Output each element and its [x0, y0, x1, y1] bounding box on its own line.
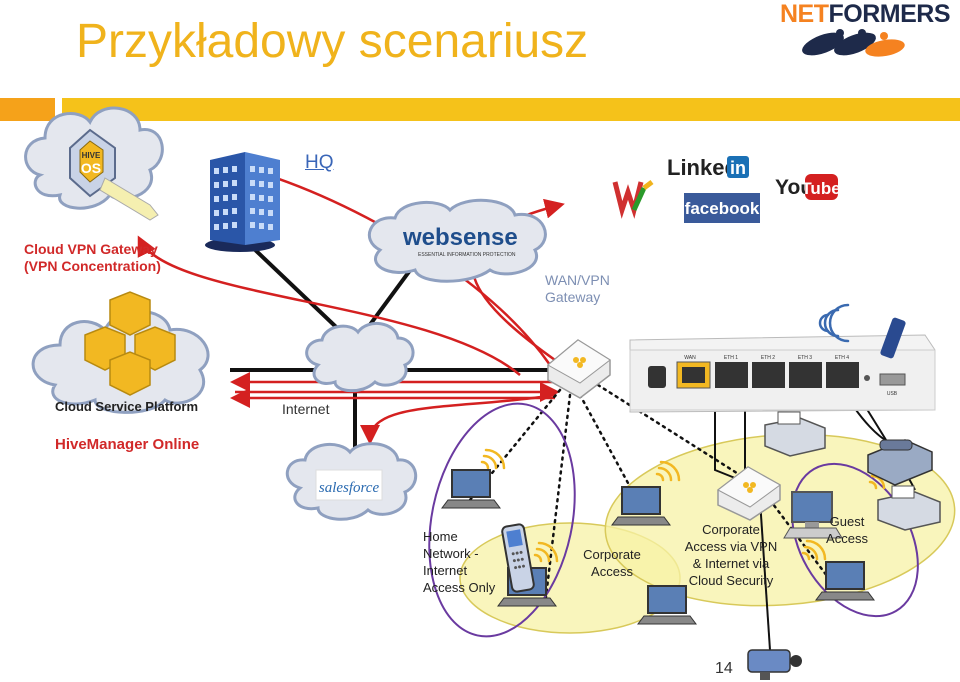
- wan-vpn-line1: WAN/VPN: [545, 272, 610, 288]
- guest-access-line-2: Access: [826, 531, 868, 546]
- linkedin-in: in: [730, 158, 746, 178]
- linkedin-logo: Linked in: [667, 155, 749, 180]
- hq-link[interactable]: HQ: [305, 152, 334, 173]
- printer-2-icon: [877, 485, 941, 531]
- cloud-service-platform-cloud: [31, 291, 210, 414]
- access-point-remote-icon: [717, 466, 781, 521]
- page-number: 14: [715, 660, 733, 677]
- guest-access-label: Guest Access: [818, 513, 876, 547]
- youtube-logo: You Tube: [775, 174, 841, 200]
- slide-title: Przykładowy scenariusz: [76, 15, 589, 68]
- logo-figures-icon: [802, 29, 905, 57]
- internet-label: Internet: [282, 401, 330, 417]
- port-eth2-label: ETH 2: [761, 355, 775, 361]
- corp-vpn-line-4: Cloud Security: [688, 573, 774, 588]
- websense-tagline: ESSENTIAL INFORMATION PROTECTION: [418, 252, 516, 258]
- internet-cloud: [305, 322, 415, 393]
- corp-vpn-line-2: Access via VPN: [684, 539, 778, 554]
- websense-cloud: websense ESSENTIAL INFORMATION PROTECTIO…: [367, 198, 547, 283]
- port-usb-label: USB: [887, 391, 898, 397]
- guest-access-line-1: Guest: [829, 514, 865, 529]
- corporate-access-line-2: Access: [591, 564, 633, 579]
- websense-logo: websense: [402, 224, 518, 251]
- port-eth4-label: ETH 4: [835, 355, 849, 361]
- cloud-vpn-line2: (VPN Concentration): [24, 258, 161, 274]
- home-network-line-4: Access Only: [423, 580, 496, 595]
- corp-vpn-line-1: Corporate: [702, 522, 760, 537]
- cloud-service-platform-label: Cloud Service Platform: [55, 399, 199, 414]
- wifi-signal-icons: [480, 448, 886, 563]
- access-point-main-icon: [547, 339, 611, 399]
- corp-vpn-cloud-security-label: Corporate Access via VPN & Internet via …: [676, 521, 786, 589]
- phone-fax-icon: [867, 439, 933, 486]
- salesforce-logo: salesforce: [319, 480, 380, 496]
- wan-vpn-gateway-label: WAN/VPN Gateway: [545, 272, 610, 306]
- hq-building-icon: [205, 152, 280, 252]
- web-apps-logo-icon: [612, 178, 654, 219]
- corp-vpn-line-3: & Internet via: [692, 556, 770, 571]
- logo-part-net: NET: [780, 0, 829, 28]
- security-camera-icon: [747, 649, 802, 680]
- home-network-line-3: Internet: [423, 563, 468, 578]
- home-network-line-1: Home: [423, 529, 458, 544]
- hive-os-line2: OS: [81, 160, 101, 176]
- port-wan-label: WAN: [684, 355, 696, 361]
- mobile-phone-icon: [501, 523, 535, 593]
- hive-os-line1: HIVE: [82, 151, 101, 160]
- wan-vpn-line2: Gateway: [545, 289, 601, 305]
- salesforce-cloud: salesforce: [285, 442, 418, 521]
- youtube-you: You: [775, 176, 813, 199]
- header-bar-left: [0, 98, 55, 121]
- home-network-line-2: Network -: [423, 546, 479, 561]
- netformers-logo: NETFORMERS: [780, 0, 950, 29]
- hiveos-cloud: HIVE OS: [24, 106, 164, 221]
- logo-part-formers: FORMERS: [828, 0, 951, 28]
- cloud-vpn-gateway-label: Cloud VPN Gateway (VPN Concentration): [24, 241, 161, 275]
- facebook-text: facebook: [685, 199, 760, 218]
- desktop-computer-icon: [783, 491, 843, 539]
- header-bar-right: [62, 98, 960, 121]
- facebook-logo: facebook: [684, 193, 760, 223]
- home-network-label: Home Network - Internet Access Only: [423, 528, 495, 596]
- port-eth3-label: ETH 3: [798, 355, 812, 361]
- router-icon: WAN ETH 1 ETH 2 ETH 3 ETH 4 USB: [629, 334, 936, 413]
- cloud-vpn-line1: Cloud VPN Gateway: [24, 241, 158, 257]
- corporate-access-line-1: Corporate: [583, 547, 641, 562]
- home-network-area: [428, 402, 576, 638]
- hivemanager-online-label: HiveManager Online: [55, 436, 200, 453]
- corporate-access-label: Corporate Access: [578, 546, 646, 580]
- youtube-tube: Tube: [801, 179, 840, 198]
- usb-wifi-signal-icon: [818, 303, 850, 343]
- usb-dongle-icon: [880, 317, 906, 359]
- printer-icon: [764, 411, 826, 457]
- port-eth1-label: ETH 1: [724, 355, 738, 361]
- linkedin-text: Linked: [667, 155, 738, 180]
